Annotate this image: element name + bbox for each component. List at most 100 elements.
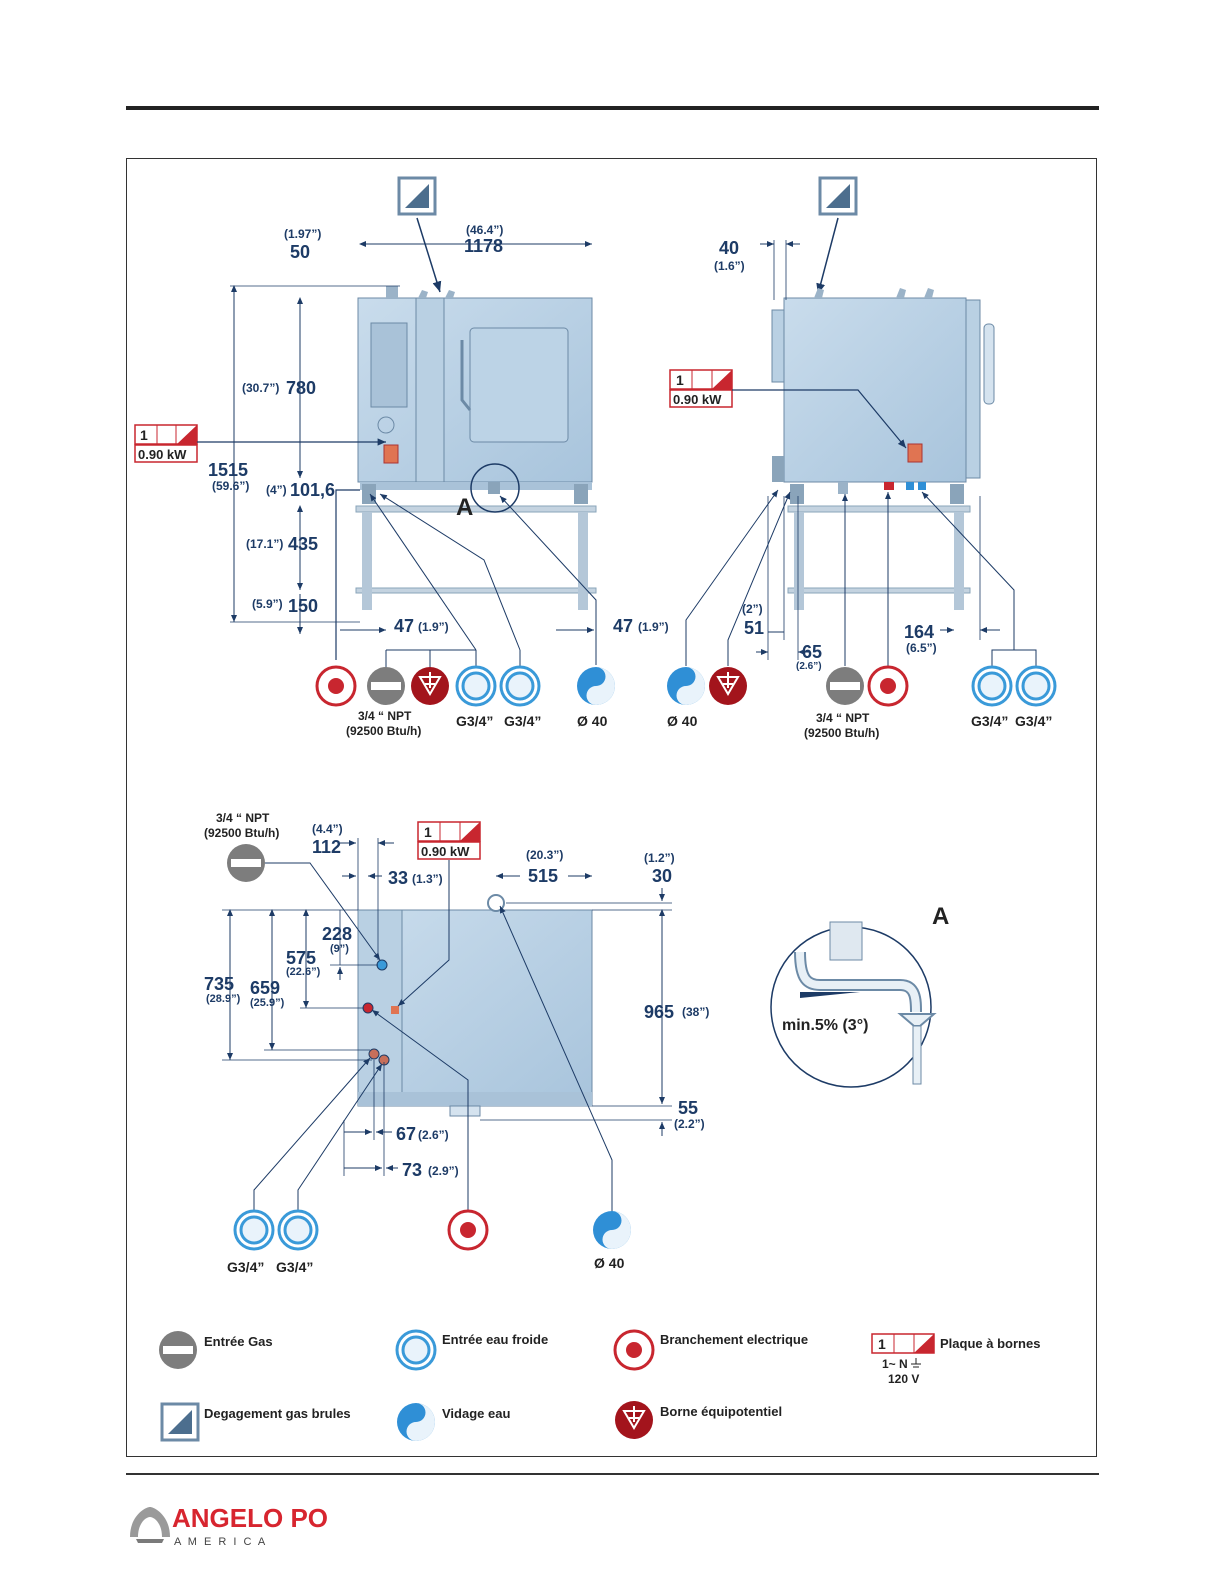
top-112: 112 [312, 837, 341, 857]
top-575-in: (22.6”) [286, 966, 321, 978]
side-terminal-power: 0.90 kW [673, 392, 722, 407]
top-water-label-2: G3/4” [276, 1259, 313, 1275]
top-gas-btu: (92500 Btu/h) [204, 826, 279, 840]
top-965: 965 [644, 1002, 674, 1022]
svg-text:1: 1 [878, 1336, 886, 1352]
legend-gas-label: Entrée Gas [204, 1334, 273, 1349]
side-terminal-box: 1 0.90 kW [669, 369, 733, 408]
top-735-in: (28.9”) [206, 993, 241, 1005]
side-electric-icon [867, 665, 909, 707]
side-c-in: (6.5”) [906, 641, 937, 655]
top-55: 55 [678, 1098, 698, 1118]
side-view: 40 (1.6”) (2”) 51 65 (2.6”) 164 (6.5”) 1… [667, 176, 1057, 740]
legend-terminal-label: Plaque à bornes [940, 1336, 1040, 1351]
front-view: A (46.4”) 1178 (1.97”) 50 1515 (59.6”) (… [134, 176, 669, 738]
top-228-in: (9”) [330, 943, 349, 955]
front-water-label-2: G3/4” [504, 713, 541, 729]
front-width: 1178 [464, 236, 503, 256]
top-228: 228 [322, 924, 352, 944]
top-water-icon-2 [277, 1209, 319, 1251]
top-gas-label: 3/4 “ NPT [216, 811, 270, 825]
svg-text:1: 1 [140, 427, 148, 443]
legend-terminal-spec-2: 120 V [888, 1372, 919, 1386]
legend-water-icon [395, 1329, 437, 1371]
legend-drain-label: Vidage eau [442, 1406, 510, 1421]
side-b-in: (2.6”) [796, 661, 822, 672]
front-equipotential-icon [410, 666, 450, 706]
front-drain-icon [577, 667, 615, 705]
side-a: 51 [744, 618, 764, 638]
side-c: 164 [904, 622, 934, 642]
legend-drain-icon [397, 1403, 435, 1441]
front-stand [355, 505, 597, 513]
top-659: 659 [250, 978, 280, 998]
side-drain-icon [667, 667, 705, 705]
side-drain-label: Ø 40 [667, 713, 698, 729]
footer-rule [126, 1473, 1099, 1475]
legend-electric-label: Branchement electrique [660, 1332, 808, 1347]
side-gas-icon [826, 667, 864, 705]
front-right-offset: 47 [613, 616, 633, 636]
front-right-offset-in: (1.9”) [638, 620, 669, 634]
side-water-label-1: G3/4” [971, 713, 1008, 729]
top-33: 33 [388, 868, 408, 888]
front-width-in: (46.4”) [466, 223, 503, 237]
front-stand-dim: 435 [288, 534, 318, 554]
front-terminal-box: 1 0.90 kW [134, 424, 198, 463]
legend: Entrée Gas Entrée eau froide Branchement… [159, 1329, 1040, 1442]
front-detail-letter: A [456, 494, 473, 521]
top-73-in: (2.9”) [428, 1164, 459, 1178]
angelo-po-logo: ANGELO PO A M E R I C A [130, 1503, 328, 1548]
detail-a: A min.5% (3°) [770, 903, 949, 1088]
front-shelf-dim: 150 [288, 596, 318, 616]
side-exhaust-icon [818, 176, 858, 216]
front-body-in: (30.7”) [242, 381, 279, 395]
top-73: 73 [402, 1160, 422, 1180]
svg-text:1: 1 [424, 824, 432, 840]
top-water-icon-1 [233, 1209, 275, 1251]
top-view: 3/4 “ NPT (92500 Btu/h) 1 0.90 kW (4.4”)… [204, 811, 709, 1275]
legend-water-label: Entrée eau froide [442, 1332, 548, 1347]
top-965-in: (38”) [682, 1005, 709, 1019]
front-leg-left [362, 484, 376, 504]
brand-sub: A M E R I C A [174, 1536, 267, 1548]
top-67: 67 [396, 1124, 416, 1144]
exhaust-icon [397, 176, 437, 216]
drawing-frame [126, 158, 1097, 1457]
front-left-offset-in: (1.9”) [418, 620, 449, 634]
top-drain-label: Ø 40 [594, 1255, 625, 1271]
top-515-in: (20.3”) [526, 848, 563, 862]
header-rule [126, 106, 1099, 110]
top-30-in: (1.2”) [644, 851, 675, 865]
front-total-height: 1515 [208, 460, 248, 480]
front-gas-btu: (92500 Btu/h) [346, 724, 421, 738]
legend-exhaust-icon [160, 1402, 200, 1442]
top-terminal-power: 0.90 kW [421, 844, 470, 859]
front-left-offset: 47 [394, 616, 414, 636]
top-55-in: (2.2”) [674, 1117, 705, 1131]
legend-equipotential-label: Borne équipotentiel [660, 1404, 782, 1419]
top-67-in: (2.6”) [418, 1128, 449, 1142]
legend-equipotential-icon [614, 1400, 654, 1440]
front-total-height-in: (59.6”) [212, 479, 249, 493]
legend-electric-icon [613, 1329, 655, 1371]
front-body: 780 [286, 378, 316, 398]
side-water-label-2: G3/4” [1015, 713, 1052, 729]
top-drain-icon [593, 1211, 631, 1249]
detail-a-letter: A [932, 903, 949, 930]
front-terminal-power: 0.90 kW [138, 447, 187, 462]
front-gas-icon [367, 667, 405, 705]
top-water-label-1: G3/4” [227, 1259, 264, 1275]
side-gas-label: 3/4 “ NPT [816, 711, 870, 725]
side-gas-btu: (92500 Btu/h) [804, 726, 879, 740]
front-topgap-in: (1.97”) [284, 227, 321, 241]
top-112-in: (4.4”) [312, 822, 343, 836]
front-topgap: 50 [290, 242, 310, 262]
top-33-in: (1.3”) [412, 872, 443, 886]
side-stand [787, 505, 971, 513]
top-gas-icon [227, 844, 265, 882]
front-gas-label: 3/4 “ NPT [358, 709, 412, 723]
top-575: 575 [286, 948, 316, 968]
front-leg-in: (4”) [266, 483, 287, 497]
